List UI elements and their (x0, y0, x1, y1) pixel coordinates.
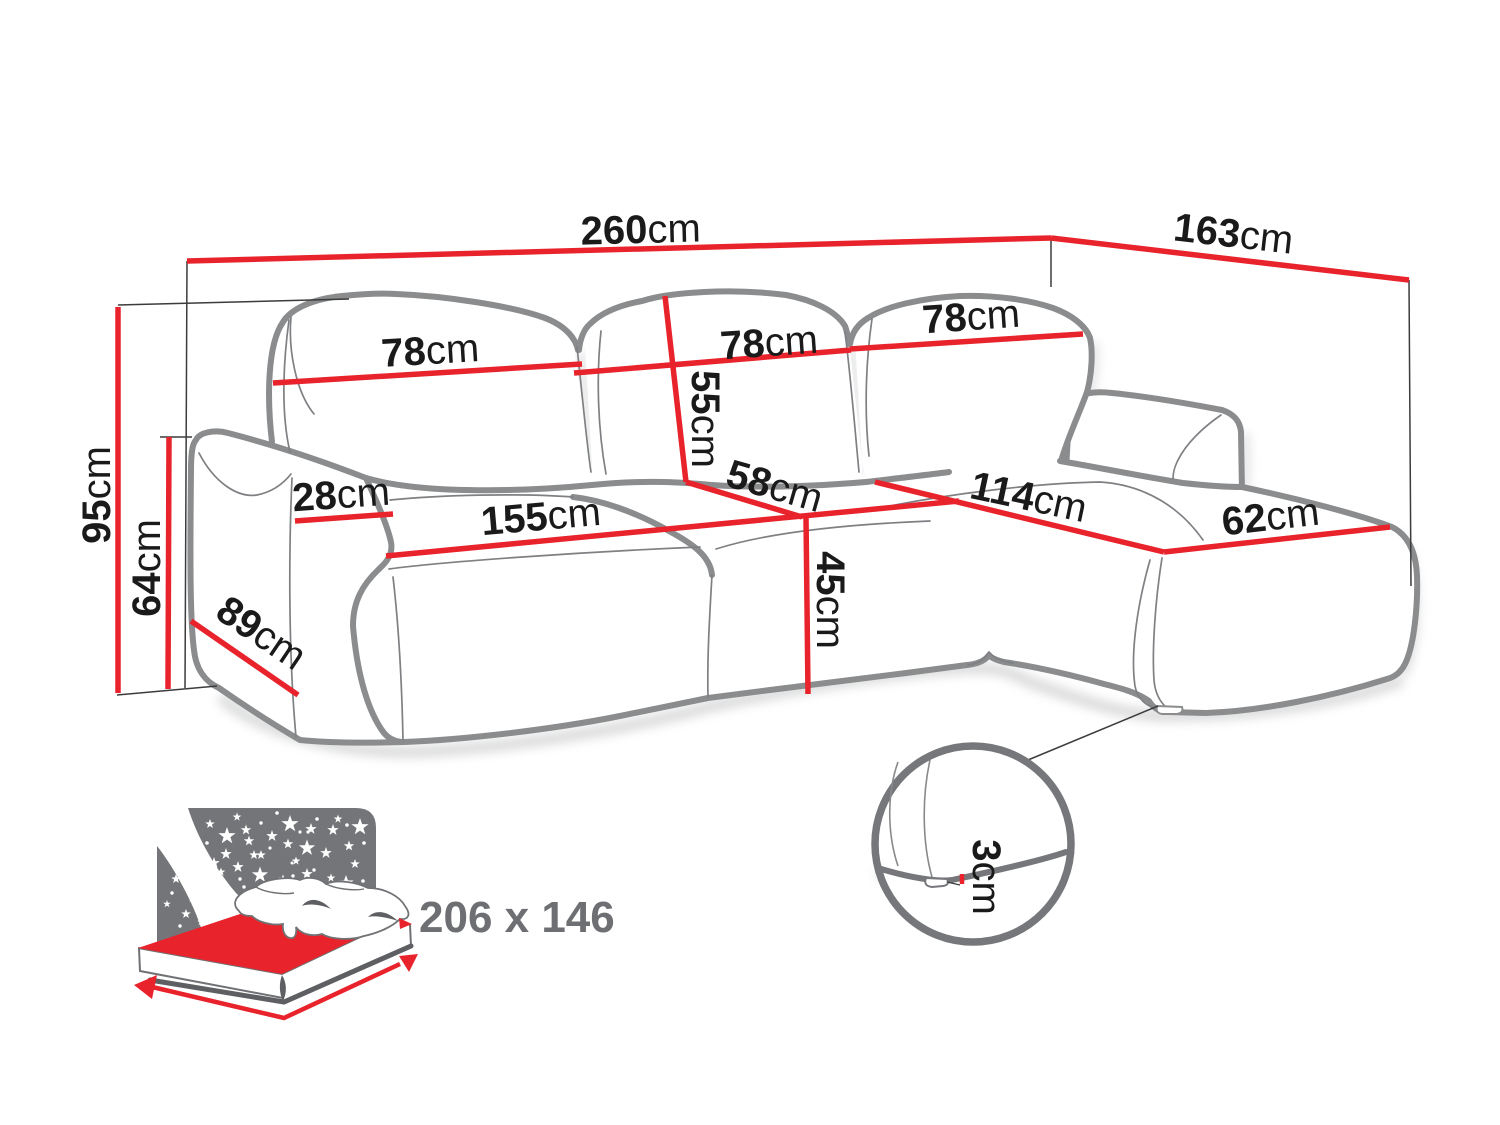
svg-text:55cm: 55cm (683, 370, 727, 468)
svg-text:163cm: 163cm (1171, 205, 1295, 262)
svg-text:155cm: 155cm (479, 490, 602, 544)
svg-text:78cm: 78cm (719, 318, 820, 369)
svg-text:64cm: 64cm (125, 519, 169, 617)
svg-text:114cm: 114cm (966, 464, 1090, 532)
svg-text:62cm: 62cm (1219, 490, 1321, 545)
svg-text:78cm: 78cm (380, 326, 480, 376)
svg-text:78cm: 78cm (921, 292, 1022, 343)
svg-text:95cm: 95cm (75, 446, 119, 544)
svg-text:45cm: 45cm (808, 551, 852, 649)
svg-text:28cm: 28cm (291, 470, 392, 521)
svg-text:3cm: 3cm (964, 839, 1008, 915)
svg-text:260cm: 260cm (580, 206, 701, 253)
svg-text:206 x 146: 206 x 146 (419, 893, 615, 942)
